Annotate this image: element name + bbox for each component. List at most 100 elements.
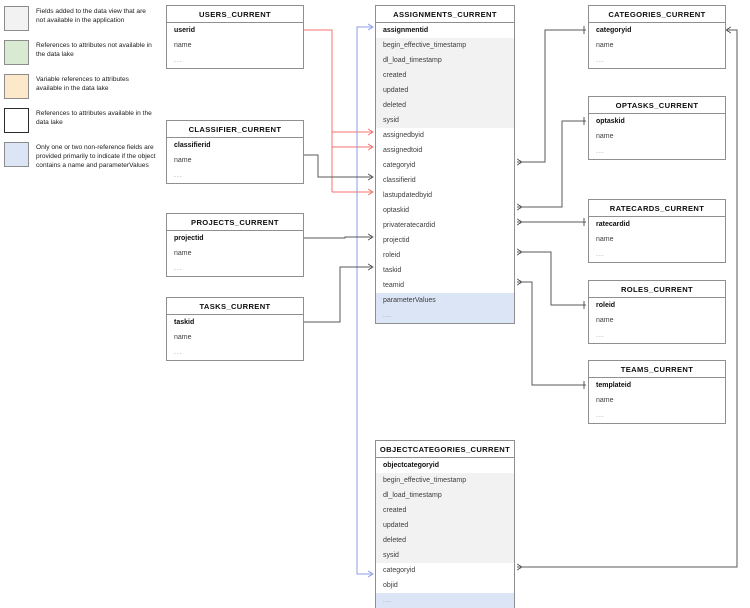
legend-swatch-fields-added-to-data-view xyxy=(4,6,29,31)
legend-label-references-available-in-data-lake: References to attributes available in th… xyxy=(36,110,152,127)
field-assignments-current-projectid[interactable]: projectid xyxy=(376,233,514,248)
field-objectcategories-current-updated[interactable]: updated xyxy=(376,518,514,533)
wire-roleid-to-roles xyxy=(516,248,586,309)
field-assignments-current-created[interactable]: created xyxy=(376,68,514,83)
field-ratecards-current-more[interactable]: ... xyxy=(589,247,725,262)
field-ratecards-current-ratecardid[interactable]: ratecardid xyxy=(589,217,725,232)
field-objectcategories-current-begin_effective_timestamp[interactable]: begin_effective_timestamp xyxy=(376,473,514,488)
field-teams-current-name[interactable]: name xyxy=(589,393,725,408)
legend: Fields added to the data view that are n… xyxy=(4,6,156,180)
field-objectcategories-current-deleted[interactable]: deleted xyxy=(376,533,514,548)
field-assignments-current-parameterValues[interactable]: parameterValues xyxy=(376,293,514,308)
field-assignments-current-classifierid[interactable]: classifierid xyxy=(376,173,514,188)
field-projects-current-name[interactable]: name xyxy=(167,246,303,261)
field-assignments-current-lastupdatedbyid[interactable]: lastupdatedbyid xyxy=(376,188,514,203)
field-objectcategories-current-dl_load_timestamp[interactable]: dl_load_timestamp xyxy=(376,488,514,503)
legend-label-variable-references-in-data-lake: Variable references to attributes availa… xyxy=(36,76,129,93)
field-assignments-current-taskid[interactable]: taskid xyxy=(376,263,514,278)
entity-title-assignments-current: ASSIGNMENTS_CURRENT xyxy=(376,6,514,23)
field-assignments-current-updated[interactable]: updated xyxy=(376,83,514,98)
field-optasks-current-more[interactable]: ... xyxy=(589,144,725,159)
legend-swatch-variable-references-in-data-lake xyxy=(4,74,29,99)
field-ratecards-current-name[interactable]: name xyxy=(589,232,725,247)
field-categories-current-name[interactable]: name xyxy=(589,38,725,53)
field-users-current-userid[interactable]: userid xyxy=(167,23,303,38)
field-projects-current-projectid[interactable]: projectid xyxy=(167,231,303,246)
field-categories-current-more[interactable]: ... xyxy=(589,53,725,68)
entity-title-teams-current: TEAMS_CURRENT xyxy=(589,361,725,378)
field-assignments-current-more[interactable]: ... xyxy=(376,308,514,323)
field-assignments-current-categoryid[interactable]: categoryid xyxy=(376,158,514,173)
entity-title-objectcategories-current: OBJECTCATEGORIES_CURRENT xyxy=(376,441,514,458)
field-users-current-name[interactable]: name xyxy=(167,38,303,53)
legend-swatch-non-reference-fields xyxy=(4,142,29,167)
field-objectcategories-current-categoryid[interactable]: categoryid xyxy=(376,563,514,578)
field-tasks-current-name[interactable]: name xyxy=(167,330,303,345)
field-roles-current-more[interactable]: ... xyxy=(589,328,725,343)
field-assignments-current-roleid[interactable]: roleid xyxy=(376,248,514,263)
field-assignments-current-optaskid[interactable]: optaskid xyxy=(376,203,514,218)
field-roles-current-name[interactable]: name xyxy=(589,313,725,328)
entity-title-optasks-current: OPTASKS_CURRENT xyxy=(589,97,725,114)
field-assignments-current-teamid[interactable]: teamid xyxy=(376,278,514,293)
field-optasks-current-optaskid[interactable]: optaskid xyxy=(589,114,725,129)
field-assignments-current-privateratecardid[interactable]: privateratecardid xyxy=(376,218,514,233)
legend-label-references-not-in-data-lake: References to attributes not available i… xyxy=(36,42,152,59)
field-objectcategories-current-created[interactable]: created xyxy=(376,503,514,518)
field-assignments-current-assignedbyid[interactable]: assignedbyid xyxy=(376,128,514,143)
field-optasks-current-name[interactable]: name xyxy=(589,129,725,144)
field-classifier-current-name[interactable]: name xyxy=(167,153,303,168)
field-teams-current-templateid[interactable]: templateid xyxy=(589,378,725,393)
legend-swatch-references-available-in-data-lake xyxy=(4,108,29,133)
field-classifier-current-more[interactable]: ... xyxy=(167,168,303,183)
entity-title-roles-current: ROLES_CURRENT xyxy=(589,281,725,298)
field-assignments-current-sysid[interactable]: sysid xyxy=(376,113,514,128)
field-objectcategories-current-sysid[interactable]: sysid xyxy=(376,548,514,563)
field-teams-current-more[interactable]: ... xyxy=(589,408,725,423)
legend-label-fields-added-to-data-view: Fields added to the data view that are n… xyxy=(36,8,146,25)
field-tasks-current-taskid[interactable]: taskid xyxy=(167,315,303,330)
entity-title-classifier-current: CLASSIFIER_CURRENT xyxy=(167,121,303,138)
field-roles-current-roleid[interactable]: roleid xyxy=(589,298,725,313)
field-objectcategories-current-more[interactable]: ... xyxy=(376,593,514,608)
entity-title-tasks-current: TASKS_CURRENT xyxy=(167,298,303,315)
field-categories-current-categoryid[interactable]: categoryid xyxy=(589,23,725,38)
legend-label-non-reference-fields: Only one or two non-reference fields are… xyxy=(36,144,156,170)
field-projects-current-more[interactable]: ... xyxy=(167,261,303,276)
field-objectcategories-current-objid[interactable]: objid xyxy=(376,578,514,593)
field-assignments-current-assignedtoid[interactable]: assignedtoid xyxy=(376,143,514,158)
wire-privateratecardid-to-ratecards xyxy=(516,218,586,226)
wire-assignmentid-to-objid xyxy=(356,26,373,575)
field-assignments-current-deleted[interactable]: deleted xyxy=(376,98,514,113)
entity-title-categories-current: CATEGORIES_CURRENT xyxy=(589,6,725,23)
field-assignments-current-dl_load_timestamp[interactable]: dl_load_timestamp xyxy=(376,53,514,68)
legend-item-variable-references-in-data-lake: Variable references to attributes availa… xyxy=(4,74,156,99)
field-users-current-more[interactable]: ... xyxy=(167,53,303,68)
wire-teamid-to-teams xyxy=(516,278,586,389)
field-objectcategories-current-objectcategoryid[interactable]: objectcategoryid xyxy=(376,458,514,473)
legend-item-fields-added-to-data-view: Fields added to the data view that are n… xyxy=(4,6,156,31)
field-classifier-current-classifierid[interactable]: classifierid xyxy=(167,138,303,153)
field-assignments-current-begin_effective_timestamp[interactable]: begin_effective_timestamp xyxy=(376,38,514,53)
field-tasks-current-more[interactable]: ... xyxy=(167,345,303,360)
field-assignments-current-assignmentid[interactable]: assignmentid xyxy=(376,23,514,38)
entity-title-users-current: USERS_CURRENT xyxy=(167,6,303,23)
